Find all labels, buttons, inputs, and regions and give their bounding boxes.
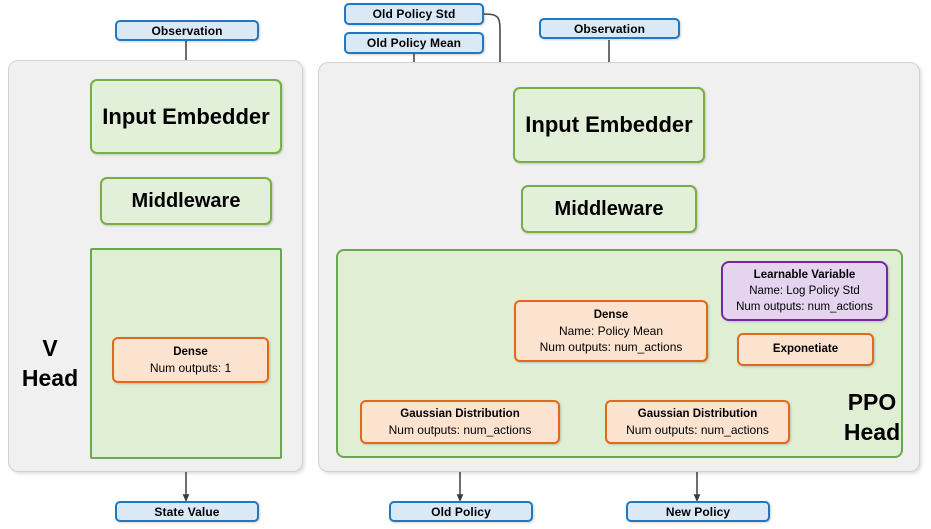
ppo-head-label-line2: Head [843, 419, 901, 445]
v-head-label-line1: V [42, 335, 58, 361]
ppo-learnable-variable[interactable]: Learnable Variable Name: Log Policy Std … [721, 261, 888, 321]
ppo-learnable-variable-num-outputs: Num outputs: num_actions [736, 300, 873, 313]
ppo-head-label: PPO Head [824, 387, 920, 447]
ppo-head-label-line1: PPO [847, 389, 897, 415]
output-new-policy[interactable]: New Policy [626, 501, 770, 522]
ppo-dense-num-outputs: Num outputs: num_actions [539, 339, 683, 354]
v-head-label: V Head [14, 333, 86, 393]
ppo-gaussian-old-title: Gaussian Distribution [400, 407, 520, 420]
input-observation-ppo[interactable]: Observation [539, 18, 680, 39]
v-head-input-embedder[interactable]: Input Embedder [90, 79, 282, 154]
ppo-learnable-variable-title: Learnable Variable [753, 268, 856, 281]
ppo-gaussian-distribution-new[interactable]: Gaussian Distribution Num outputs: num_a… [605, 400, 790, 444]
v-head-dense-title: Dense [173, 345, 208, 358]
ppo-dense-title: Dense [593, 308, 629, 321]
ppo-gaussian-old-num-outputs: Num outputs: num_actions [388, 422, 532, 437]
output-state-value[interactable]: State Value [115, 501, 259, 522]
ppo-head-middleware[interactable]: Middleware [521, 185, 697, 233]
input-old-policy-mean[interactable]: Old Policy Mean [344, 32, 484, 54]
ppo-exponetiate-label: Exponetiate [772, 343, 839, 355]
ppo-exponetiate[interactable]: Exponetiate [737, 333, 874, 366]
ppo-gaussian-new-title: Gaussian Distribution [637, 407, 758, 420]
ppo-gaussian-new-num-outputs: Num outputs: num_actions [626, 422, 769, 437]
ppo-gaussian-distribution-old[interactable]: Gaussian Distribution Num outputs: num_a… [360, 400, 560, 444]
ppo-head-input-embedder[interactable]: Input Embedder [513, 87, 705, 163]
ppo-learnable-variable-name: Name: Log Policy Std [749, 284, 860, 297]
ppo-dense-name: Name: Policy Mean [558, 323, 664, 338]
v-head-dense[interactable]: Dense Num outputs: 1 [112, 337, 269, 383]
input-old-policy-std[interactable]: Old Policy Std [344, 3, 484, 25]
ppo-dense-policy-mean[interactable]: Dense Name: Policy Mean Num outputs: num… [514, 300, 708, 362]
v-head-dense-num-outputs: Num outputs: 1 [149, 360, 232, 375]
v-head-middleware[interactable]: Middleware [100, 177, 272, 225]
input-observation-v[interactable]: Observation [115, 20, 259, 41]
v-head-label-line2: Head [21, 365, 79, 391]
output-old-policy[interactable]: Old Policy [389, 501, 533, 522]
